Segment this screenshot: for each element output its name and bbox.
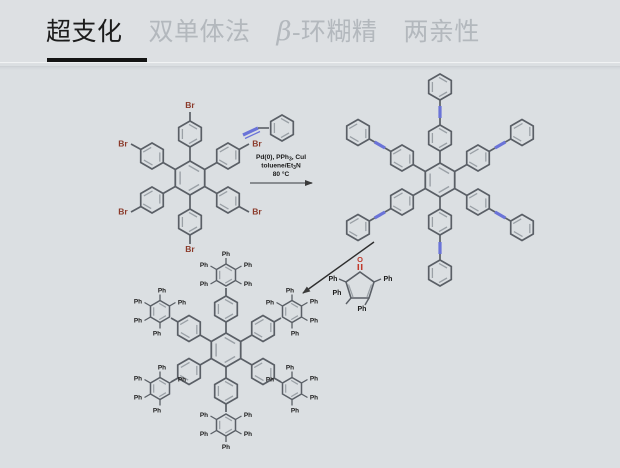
bromine-label: Br bbox=[118, 139, 128, 149]
phenyl-label: Ph bbox=[200, 281, 208, 288]
phenyl-label: Ph bbox=[310, 299, 318, 306]
phenyl-label: Ph bbox=[384, 276, 393, 283]
header-divider-light bbox=[0, 62, 620, 63]
tab-bar: 超支化 双单体法 β-环糊精 两亲性 bbox=[46, 17, 480, 48]
phenyl-label: Ph bbox=[244, 412, 252, 419]
product-2-structure: Ph Ph Ph Ph Ph Ph Ph Ph bbox=[134, 251, 318, 451]
phenyl-label: Ph bbox=[134, 376, 142, 383]
tab-shuangdantifa[interactable]: 双单体法 bbox=[148, 19, 251, 46]
phenyl-label: Ph bbox=[333, 290, 342, 297]
phenyl-label: Ph bbox=[134, 318, 142, 325]
phenyl-label: Ph bbox=[358, 306, 367, 313]
conditions-line-1: Pd(0), PPh3, CuI bbox=[256, 154, 306, 163]
phenyl-label: Ph bbox=[310, 318, 318, 325]
phenyl-label: Ph bbox=[200, 431, 208, 438]
phenyl-label: Ph bbox=[291, 331, 299, 338]
phenyl-label: Ph bbox=[266, 377, 274, 384]
phenyl-label: Ph bbox=[153, 331, 161, 338]
bromine-label: Br bbox=[185, 244, 195, 254]
conditions-line-2: toluene/Et3N bbox=[261, 163, 301, 172]
reagent-phenylacetylene bbox=[242, 114, 295, 142]
reaction-arrow-2 bbox=[302, 241, 375, 294]
phenyl-label: Ph bbox=[222, 251, 230, 258]
phenyl-label: Ph bbox=[244, 262, 252, 269]
phenyl-label: Ph bbox=[200, 412, 208, 419]
phenyl-label: Ph bbox=[244, 281, 252, 288]
tab-liangqinxing[interactable]: 两亲性 bbox=[403, 19, 480, 46]
phenyl-label: Ph bbox=[158, 288, 166, 295]
reaction-scheme: Br Br Br Br Br Br bbox=[0, 70, 620, 468]
beta-symbol: β bbox=[276, 17, 293, 47]
bromine-label: Br bbox=[118, 207, 128, 217]
bromine-label: Br bbox=[185, 100, 195, 110]
header-shadow bbox=[0, 67, 620, 70]
phenyl-label: Ph bbox=[134, 395, 142, 402]
scheme-svg: Br Br Br Br Br Br bbox=[118, 73, 540, 451]
phenyl-label: Ph bbox=[153, 408, 161, 415]
conditions-line-3: 80 °C bbox=[273, 170, 290, 178]
tab-beta-huanhujing[interactable]: β-环糊精 bbox=[277, 17, 378, 48]
phenyl-label: Ph bbox=[134, 299, 142, 306]
phenyl-label: Ph bbox=[329, 276, 338, 283]
phenyl-label: Ph bbox=[178, 377, 186, 384]
reaction-arrow-1: Pd(0), PPh3, CuI toluene/Et3N 80 °C bbox=[250, 154, 313, 186]
tab-beta-rest: -环糊精 bbox=[292, 19, 378, 46]
phenyl-label: Ph bbox=[200, 262, 208, 269]
bromine-label: Br bbox=[252, 207, 262, 217]
oxygen-label: O bbox=[357, 255, 363, 264]
active-tab-underline bbox=[47, 58, 147, 62]
phenyl-label: Ph bbox=[244, 431, 252, 438]
phenyl-label: Ph bbox=[222, 444, 230, 451]
reactant-structure: Br Br Br Br Br Br bbox=[118, 100, 262, 254]
bromine-label: Br bbox=[252, 139, 262, 149]
header-divider-dark bbox=[0, 66, 620, 67]
phenyl-label: Ph bbox=[286, 365, 294, 372]
tab-chaozhihua[interactable]: 超支化 bbox=[46, 19, 123, 46]
phenyl-label: Ph bbox=[291, 408, 299, 415]
reagent-tetraphenylcyclopentadienone: O Ph Ph Ph Ph bbox=[329, 255, 393, 313]
phenyl-label: Ph bbox=[266, 300, 274, 307]
phenyl-label: Ph bbox=[310, 376, 318, 383]
slide-header: 超支化 双单体法 β-环糊精 两亲性 bbox=[0, 0, 620, 70]
phenyl-label: Ph bbox=[310, 395, 318, 402]
phenyl-label: Ph bbox=[178, 300, 186, 307]
phenyl-label: Ph bbox=[158, 365, 166, 372]
phenyl-label: Ph bbox=[286, 288, 294, 295]
product-1-structure bbox=[340, 73, 540, 287]
